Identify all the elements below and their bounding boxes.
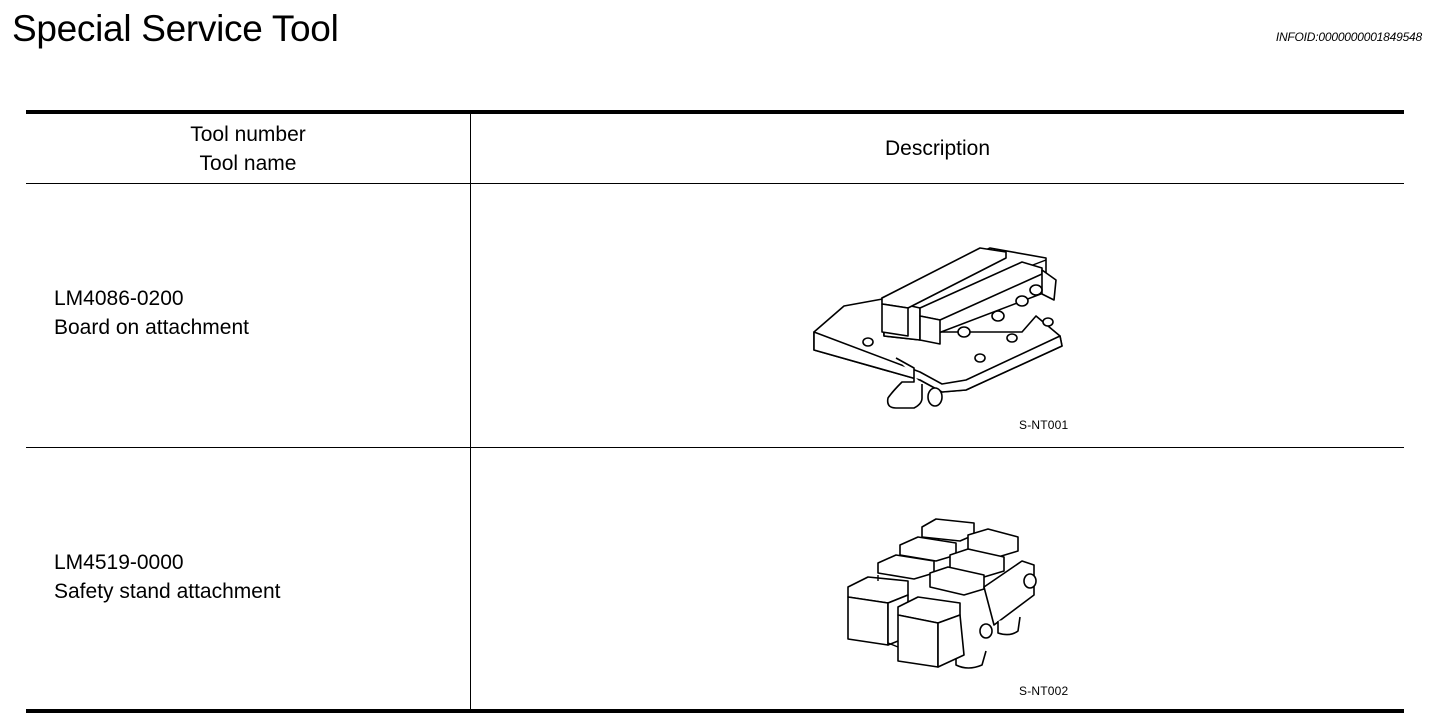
table-bottom-rule [26, 709, 1404, 713]
figure-code: S-NT001 [1019, 418, 1069, 432]
header-tool-name: Tool name [199, 151, 297, 175]
figure-code: S-NT002 [1019, 684, 1069, 698]
column-divider [470, 114, 471, 709]
info-id: INFOID:0000000001849548 [1275, 30, 1422, 44]
row-separator [26, 447, 1404, 448]
header-description-column: Description [471, 114, 1404, 183]
tool-number: LM4086-0200 [54, 287, 184, 310]
tool-name: Board on attachment [54, 316, 249, 339]
header-separator [26, 183, 1404, 184]
table-top-rule [26, 110, 1404, 114]
board-on-attachment-icon [810, 246, 1080, 421]
header-description: Description [884, 136, 991, 160]
table-row-1-tool: LM4086-0200 Board on attachment [54, 284, 249, 342]
tool-number: LM4519-0000 [54, 551, 184, 574]
page-title: Special Service Tool [12, 8, 339, 49]
header-tool-number: Tool number [190, 122, 306, 146]
header-tool-column: Tool number Tool name [26, 114, 470, 183]
table-row-2-tool: LM4519-0000 Safety stand attachment [54, 548, 280, 606]
tool-name: Safety stand attachment [54, 580, 281, 603]
safety-stand-attachment-icon [838, 515, 1038, 680]
special-service-tool-table: Tool number Tool name Description LM4086… [26, 110, 1404, 713]
